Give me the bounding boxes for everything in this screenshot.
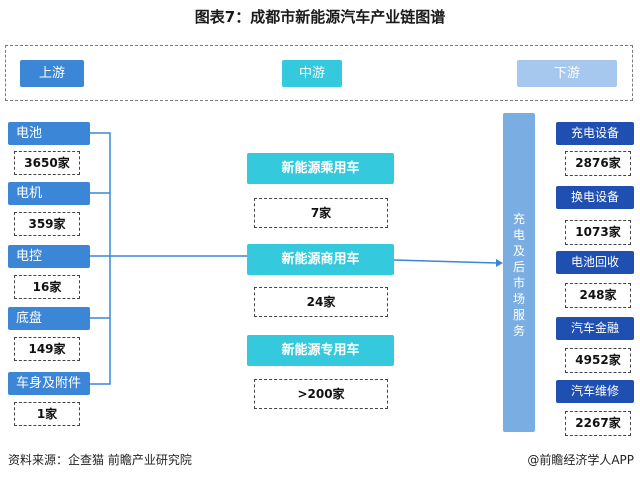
aftermarket-service-label: 充电及后市场服务	[512, 212, 525, 338]
stage-upstream: 上游	[20, 60, 84, 87]
aftermarket-service-box: 充电及后市场服务	[503, 113, 535, 432]
upstream-count-body: 1家	[14, 402, 80, 426]
upstream-label-body: 车身及附件	[8, 372, 90, 395]
stage-header-row	[5, 45, 633, 101]
source-note: 资料来源：企查猫 前瞻产业研究院	[8, 453, 192, 467]
upstream-label-controller: 电控	[8, 245, 90, 268]
midstream-count-commercial: 24家	[254, 287, 388, 317]
downstream-count-swap: 1073家	[565, 220, 631, 245]
brand-credit: @前瞻经济学人APP	[527, 453, 634, 467]
upstream-count-motor: 359家	[14, 212, 80, 236]
midstream-label-special: 新能源专用车	[247, 335, 394, 366]
downstream-count-recycling: 248家	[565, 283, 631, 308]
midstream-label-passenger: 新能源乘用车	[247, 153, 394, 184]
downstream-label-swap: 换电设备	[556, 186, 634, 209]
downstream-label-finance: 汽车金融	[556, 317, 634, 340]
upstream-count-controller: 16家	[14, 275, 80, 299]
upstream-label-battery: 电池	[8, 122, 90, 145]
connector-midstream-to-aftermarket	[393, 259, 498, 264]
stage-midstream: 中游	[282, 60, 342, 87]
upstream-bracket	[90, 132, 111, 385]
downstream-count-charging: 2876家	[565, 151, 631, 176]
downstream-label-repair: 汽车维修	[556, 380, 634, 403]
stage-downstream: 下游	[517, 60, 617, 87]
upstream-count-battery: 3650家	[14, 151, 80, 175]
downstream-label-charging: 充电设备	[556, 122, 634, 145]
figure-title: 图表7：成都市新能源汽车产业链图谱	[194, 8, 446, 26]
midstream-label-commercial: 新能源商用车	[247, 244, 394, 275]
arrow-head-icon	[496, 259, 503, 267]
midstream-count-passenger: 7家	[254, 198, 388, 228]
downstream-count-finance: 4952家	[565, 348, 631, 373]
midstream-count-special: >200家	[254, 379, 388, 409]
downstream-label-recycling: 电池回收	[556, 251, 634, 274]
downstream-count-repair: 2267家	[565, 411, 631, 436]
upstream-count-chassis: 149家	[14, 337, 80, 361]
upstream-label-chassis: 底盘	[8, 307, 90, 330]
upstream-label-motor: 电机	[8, 182, 90, 205]
